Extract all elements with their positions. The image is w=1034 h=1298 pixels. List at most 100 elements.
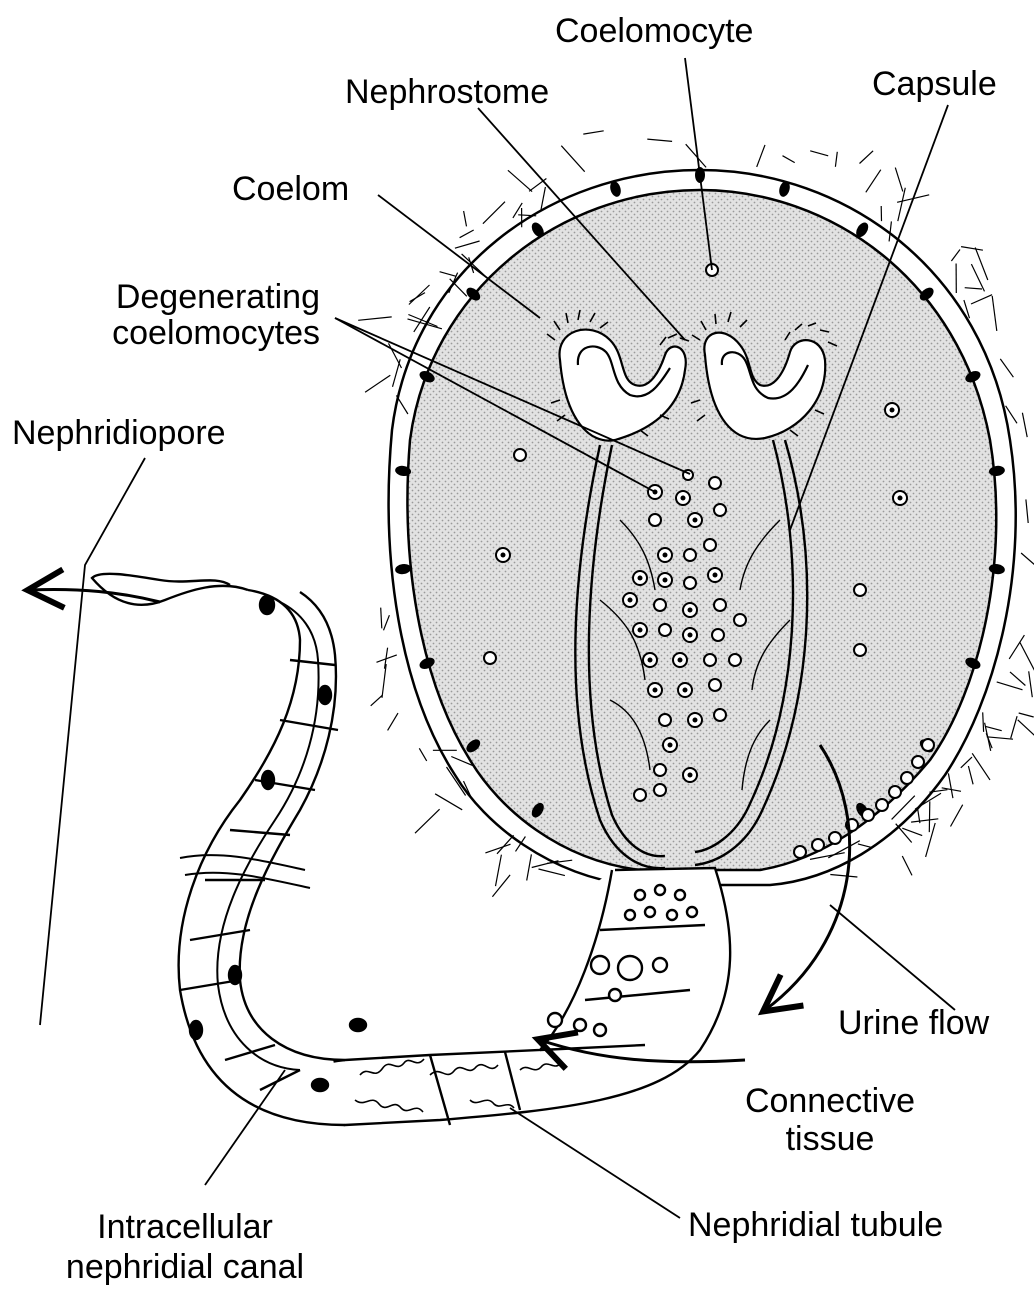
coelomocyte-nucleus [653,688,658,693]
connective-fiber [858,844,872,848]
connective-fiber [783,156,795,163]
connective-fiber [384,615,390,630]
label-urine-flow: Urine flow [838,1004,989,1042]
connective-fiber [382,664,386,698]
coelomocyte-nucleus [648,658,653,663]
connective-fiber [1019,713,1034,717]
connective-fiber [410,293,425,302]
connective-fiber [419,748,426,761]
coelomocyte-nucleus [688,608,693,613]
label-intracellular-canal-2: nephridial canal [20,1248,350,1286]
connective-fiber [951,250,960,262]
connective-fiber [992,296,997,331]
coelomocyte-cell [714,709,726,721]
peritoneal-nucleus [394,563,411,575]
coelomocyte-cell [712,629,724,641]
connective-fiber [447,767,466,796]
connective-fiber [971,264,984,291]
connective-fiber [902,856,912,875]
coelomocyte-cell [709,477,721,489]
connective-fiber [435,794,462,810]
connective-fiber [965,288,982,289]
connective-fiber [866,170,881,193]
connective-fiber [1010,672,1025,686]
coelomocyte-nucleus [638,628,643,633]
label-nephridiopore: Nephridiopore [12,414,226,452]
connective-fiber [971,295,992,304]
connective-fiber [961,247,983,251]
coelomocyte-cell [862,809,874,821]
connective-fiber [388,713,398,730]
coelomocyte-cell [649,514,661,526]
connective-fiber [371,695,383,706]
label-nephridial-tubule: Nephridial tubule [688,1206,943,1244]
coelomocyte-cell [659,624,671,636]
connective-fiber [527,854,532,880]
label-capsule: Capsule [872,65,997,103]
coelomocyte-nucleus [663,578,668,583]
coelomocyte-nucleus [688,773,693,778]
coelomocyte-cell [829,832,841,844]
connective-fiber [539,869,565,876]
connective-fiber [496,855,502,886]
connective-fiber [926,823,936,857]
connective-fiber [508,170,532,191]
connective-fiber [1011,716,1017,738]
coelomocyte-cell [854,644,866,656]
label-degenerating-coelomocytes-2: coelomocytes [40,314,320,352]
connective-fiber [810,151,828,156]
coelomocyte-cell [912,756,924,768]
connective-fiber [365,375,390,392]
connective-fiber [583,131,603,134]
coelomocyte-nucleus [638,576,643,581]
coelomocyte-nucleus [890,408,895,413]
coelomocyte-nucleus [713,573,718,578]
coelomocyte-cell [889,786,901,798]
coelomocyte-cell [704,654,716,666]
connective-fiber [485,844,510,853]
coelomocyte-cell [484,652,496,664]
label-degenerating-coelomocytes-1: Degenerating [40,278,320,316]
connective-fiber [860,151,874,164]
coelomocyte-cell [659,714,671,726]
connective-fiber [968,766,973,784]
connective-fiber [972,753,990,780]
coelomocyte-cell [734,614,746,626]
label-coelom: Coelom [232,170,349,208]
connective-fiber [983,712,984,732]
connective-fiber [1000,359,1013,377]
connective-fiber [757,145,765,167]
connective-fiber [381,608,382,629]
connective-fiber [1020,642,1034,674]
connective-fiber [415,809,440,833]
coelomocyte-cell [876,799,888,811]
connective-fiber [985,726,1002,730]
coelomocyte-cell [714,599,726,611]
coelomocyte-nucleus [628,598,633,603]
coelomocyte-cell [654,599,666,611]
connective-fiber [961,757,972,768]
connective-fiber [1026,499,1028,523]
connective-fiber [358,317,392,320]
coelomocyte-cell [729,654,741,666]
connective-fiber [414,307,430,332]
connective-fiber [951,805,963,827]
coelomocyte-nucleus [688,633,693,638]
coelomocyte-nucleus [681,496,686,501]
coelomocyte-nucleus [683,688,688,693]
coelomocyte-cell [714,504,726,516]
connective-fiber [997,682,1023,690]
label-nephrostome: Nephrostome [345,73,549,111]
coelomocyte-nucleus [663,553,668,558]
connective-fiber [1022,413,1027,437]
coelomocyte-cell [654,784,666,796]
label-coelomocyte: Coelomocyte [555,12,753,50]
coelomocyte-nucleus [501,553,506,558]
coelomocyte-cell [514,449,526,461]
connective-fiber [455,241,480,248]
connective-fiber [497,835,514,854]
coelomocyte-cell [684,577,696,589]
coelomocyte-nucleus [678,658,683,663]
coelomocyte-cell [794,846,806,858]
